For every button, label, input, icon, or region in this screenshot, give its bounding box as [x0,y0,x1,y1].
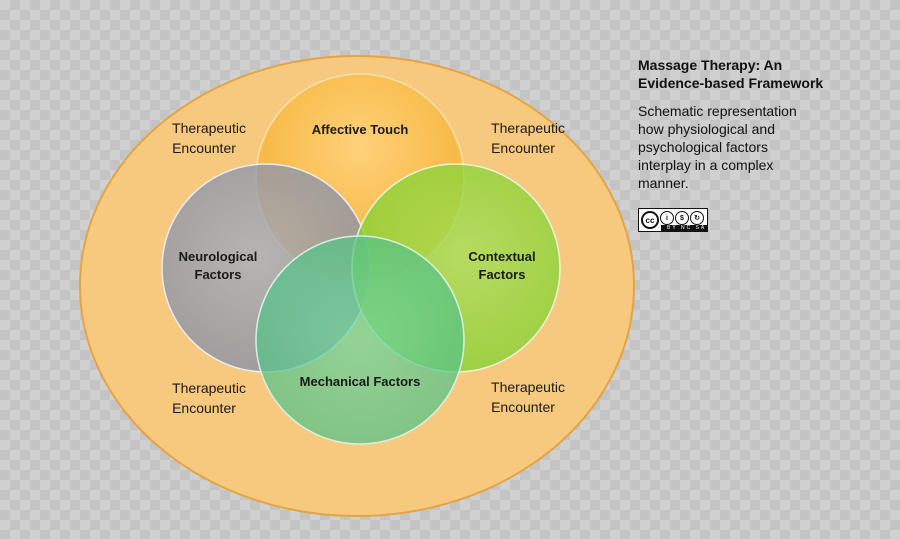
neurological-factors-label-line2: Factors [195,267,242,282]
framework-title: Massage Therapy: An Evidence-based Frame… [638,57,824,91]
mechanical-factors-circle [255,235,465,445]
cc-icon: cc [641,211,659,229]
side-panel: Massage Therapy: An Evidence-based Frame… [638,56,888,232]
affective-touch-label: Affective Touch [312,122,409,137]
svg-text:Therapeutic: Therapeutic [491,379,565,395]
mechanical-factors-label: Mechanical Factors [300,374,421,389]
svg-text:Therapeutic: Therapeutic [172,120,246,136]
attribution-icon: i [660,211,674,225]
neurological-factors-label: Neurological [179,249,258,264]
noncommercial-icon: $ [675,211,689,225]
svg-text:Therapeutic: Therapeutic [172,380,246,396]
license-strip: BY NC SA [661,225,707,231]
contextual-factors-label: Contextual [468,249,535,264]
creative-commons-license-badge[interactable]: cc i $ ↻ BY NC SA [638,208,708,232]
svg-text:Encounter: Encounter [491,140,555,156]
encounter-label-bottom-left: Therapeutic Encounter [172,380,246,416]
contextual-factors-label-line2: Factors [479,267,526,282]
svg-text:Encounter: Encounter [491,399,555,415]
encounter-label-bottom-right: Therapeutic Encounter [491,379,565,415]
sharealike-icon: ↻ [690,211,704,225]
encounter-label-top-right: Therapeutic Encounter [491,120,565,156]
svg-text:Encounter: Encounter [172,400,236,416]
svg-text:Encounter: Encounter [172,140,236,156]
encounter-label-top-left: Therapeutic Encounter [172,120,246,156]
framework-description: Schematic representation how physiologic… [638,103,797,191]
svg-text:Therapeutic: Therapeutic [491,120,565,136]
